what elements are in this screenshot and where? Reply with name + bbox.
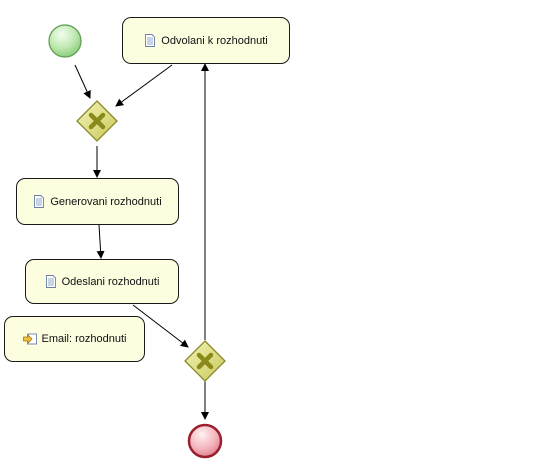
- edge-start-to-gateway1[interactable]: [74, 64, 91, 99]
- task-odvolani[interactable]: Odvolani k rozhodnuti: [122, 17, 290, 64]
- edge-odeslani-to-gateway2[interactable]: [132, 304, 189, 348]
- start-event[interactable]: [48, 24, 82, 58]
- task-label: Odvolani k rozhodnuti: [161, 34, 268, 47]
- exclusive-gateway-2[interactable]: [184, 340, 226, 382]
- task-label: Odeslani rozhodnuti: [61, 275, 160, 288]
- script-task-icon: [145, 34, 156, 47]
- gateway-x-icon: [196, 352, 214, 370]
- edge-generovani-to-odeslani[interactable]: [96, 224, 105, 259]
- edge-odvolani-to-gateway1[interactable]: [115, 64, 173, 107]
- gateway-x-icon: [88, 112, 106, 130]
- script-task-icon: [45, 275, 56, 288]
- email-task-icon: [22, 333, 37, 345]
- task-email[interactable]: Email: rozhodnuti: [4, 316, 145, 362]
- task-label: Generovani rozhodnuti: [50, 195, 162, 208]
- edges: [74, 63, 209, 420]
- task-generovani[interactable]: Generovani rozhodnuti: [16, 178, 179, 225]
- script-task-icon: [34, 195, 45, 208]
- task-label: Email: rozhodnuti: [41, 333, 127, 345]
- end-event[interactable]: [187, 423, 223, 459]
- exclusive-gateway-1[interactable]: [76, 100, 118, 142]
- task-odeslani[interactable]: Odeslani rozhodnuti: [25, 259, 179, 304]
